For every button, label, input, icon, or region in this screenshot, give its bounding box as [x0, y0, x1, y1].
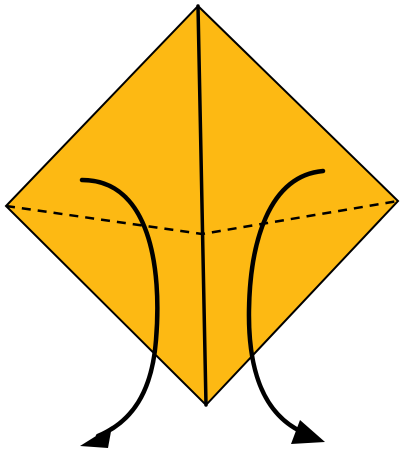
left-arrowhead-icon	[80, 426, 112, 448]
right-arrowhead-icon	[291, 420, 325, 444]
